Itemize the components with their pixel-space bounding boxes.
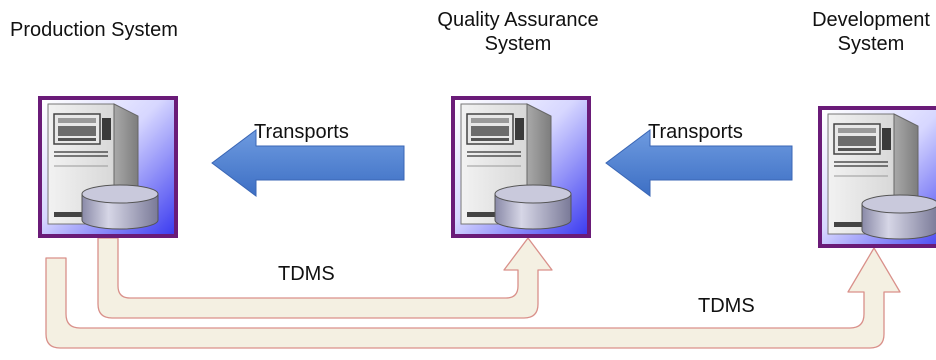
transport-label-qa-to-prod: Transports — [254, 121, 349, 143]
quality-assurance-server-icon — [450, 95, 592, 239]
production-server-icon — [37, 95, 179, 239]
transport-arrow-dev-to-qa — [605, 129, 793, 197]
development-title-line2: System — [837, 33, 905, 55]
tdms-label-prod-to-dev: TDMS — [698, 295, 755, 317]
transport-label-dev-to-qa: Transports — [648, 121, 743, 143]
development-system-title: Development System — [786, 8, 936, 56]
quality-assurance-title-line2: System — [484, 33, 552, 55]
production-system-title: Production System — [10, 19, 178, 41]
tdms-arrow-prod-to-dev — [45, 247, 901, 349]
tdms-label-prod-to-qa: TDMS — [278, 263, 335, 285]
tdms-arrow-prod-to-qa — [97, 237, 553, 319]
transport-arrow-qa-to-prod — [211, 129, 405, 197]
quality-assurance-system-title: Quality Assurance System — [400, 8, 636, 56]
development-title-line1: Development — [812, 9, 930, 31]
development-server-icon — [817, 105, 936, 249]
quality-assurance-title-line1: Quality Assurance — [437, 9, 599, 31]
